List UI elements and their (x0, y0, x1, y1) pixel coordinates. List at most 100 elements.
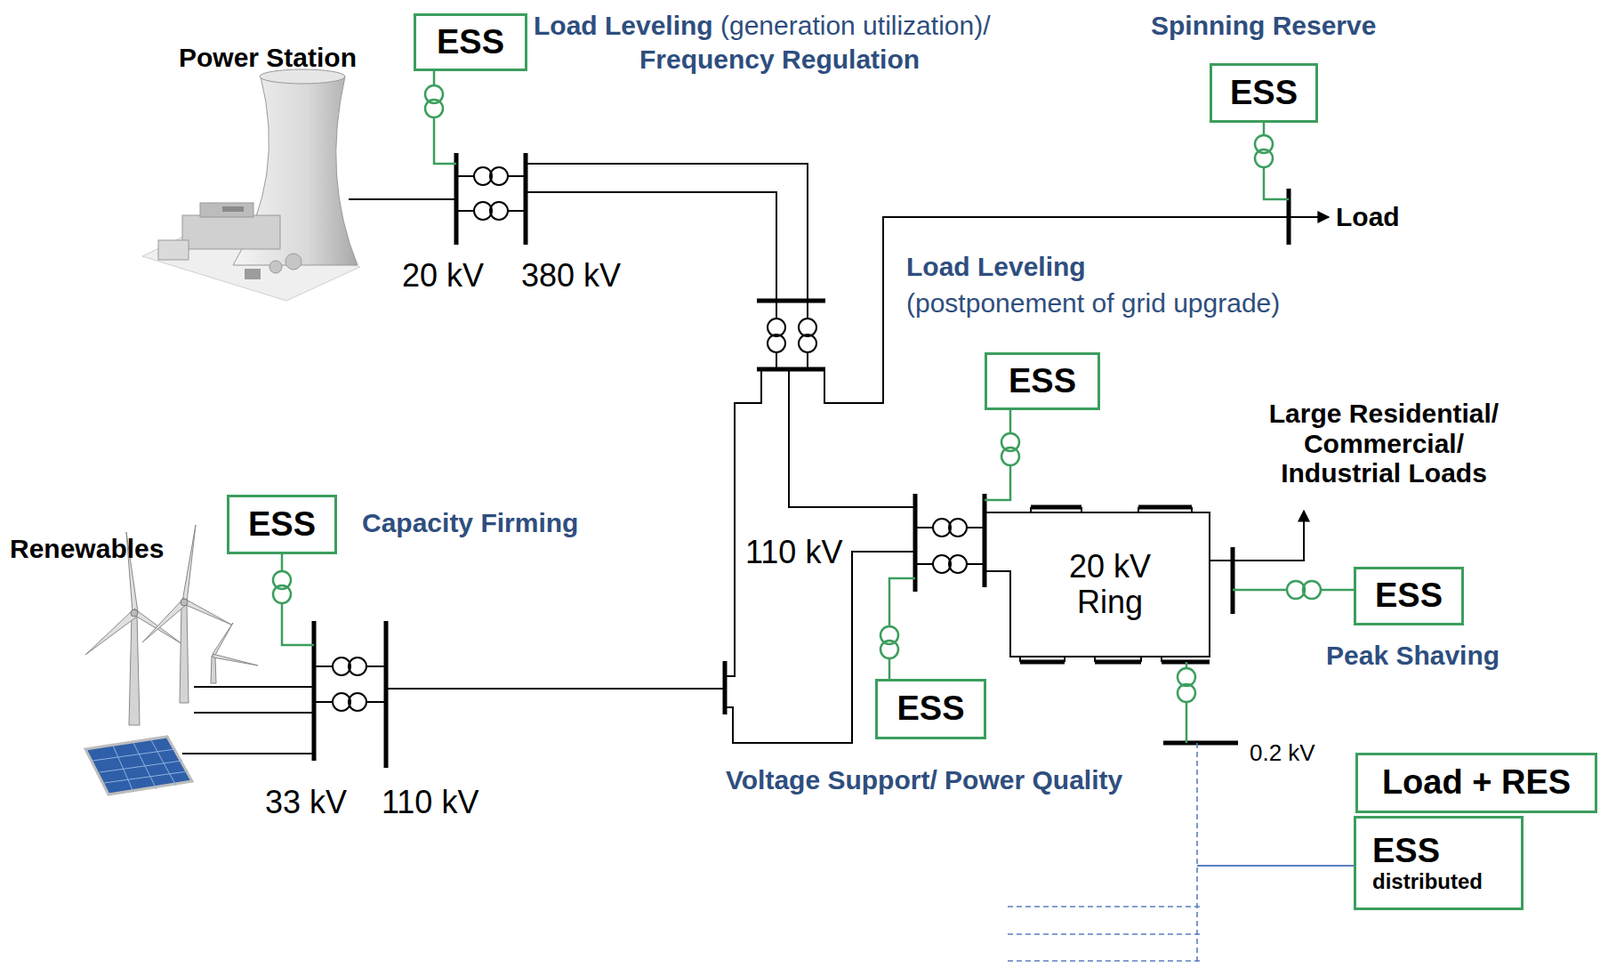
box-title: ESS (248, 506, 316, 544)
plant-building (158, 240, 189, 260)
storage-box: ESS (875, 678, 987, 740)
turbine-blade (212, 622, 234, 655)
transmission-line (824, 217, 1289, 403)
storage-box: ESSdistributed (1353, 815, 1524, 910)
busbar (756, 367, 826, 372)
solar-cell-grid (92, 739, 188, 792)
turbine-blade (212, 653, 258, 666)
function-label: Spinning Reserve (1150, 10, 1376, 41)
transmission-line (788, 369, 916, 507)
voltage-label: 0.2 kV (1249, 739, 1316, 766)
turbine-blade (182, 524, 196, 603)
ring-busbar (1020, 659, 1210, 665)
transformer-symbol (490, 167, 508, 185)
storage-box: ESS (226, 494, 338, 555)
box-title: ESS (1008, 362, 1077, 401)
ring-stub (1209, 559, 1233, 562)
function-label: Frequency Regulation (639, 44, 920, 75)
solar-panel (85, 736, 193, 795)
load-arrow (1288, 216, 1329, 218)
transformer-symbol (1302, 580, 1321, 599)
busbars (313, 152, 1289, 768)
transformer-symbol (948, 554, 967, 573)
transformer-symbol (1254, 149, 1273, 168)
turbine-blade (183, 597, 232, 625)
box-title: ESS (896, 690, 965, 728)
ess-feeder (984, 410, 1011, 500)
transmission-line (385, 687, 725, 690)
ring-busbar (1030, 505, 1192, 510)
turbine-hub (130, 609, 138, 617)
plant-tank (285, 253, 302, 270)
turbine-tower (128, 613, 140, 725)
transmission-line (724, 369, 762, 676)
busbar (1163, 740, 1239, 746)
power-station-illustration (142, 69, 361, 301)
function-label: Capacity Firming (361, 507, 579, 539)
feeder-line (182, 686, 314, 754)
busbar (523, 152, 529, 245)
turbine-blade (142, 599, 186, 643)
load-arrow (1209, 510, 1304, 561)
transformer-symbol (490, 201, 508, 220)
storage-box: ESS (984, 352, 1101, 411)
plant-building (244, 268, 261, 280)
lv-line (1196, 742, 1198, 963)
ring-line (984, 512, 1210, 657)
ess-connections (273, 71, 1354, 743)
ring-label: 20 kV Ring (1052, 548, 1168, 621)
plant-building (200, 202, 254, 218)
lines (182, 163, 1329, 754)
function-note: (postponement of grid upgrade) (906, 288, 1280, 319)
lv-line (1197, 864, 1354, 867)
generator-line (348, 198, 457, 201)
box-title: ESS (1374, 577, 1443, 615)
function-note: (generation utilization)/ (720, 10, 991, 41)
turbine-tower (210, 655, 217, 684)
transformer-symbol (273, 585, 291, 604)
voltage-label: 33 kV (265, 784, 347, 821)
box-subtitle: distributed (1372, 869, 1483, 893)
busbar (913, 493, 918, 592)
ring-tap (1020, 506, 1192, 662)
voltage-label: 380 kV (521, 257, 621, 294)
transformer-symbol (1001, 447, 1020, 466)
ess-feeder (889, 578, 916, 679)
storage-box: ESS (413, 13, 528, 72)
voltage-label: 20 kV (402, 257, 484, 294)
storage-box: ESS (1353, 566, 1464, 626)
box-title: Load + RES (1382, 763, 1571, 802)
lv-line (1007, 906, 1203, 961)
ess-feeder (281, 554, 314, 645)
turbine-blade (85, 610, 137, 655)
function-label: Voltage Support/ Power Quality (725, 764, 1123, 796)
box-title: ESS (1372, 832, 1440, 870)
load-label: Load (1335, 201, 1400, 233)
storage-box: Load + RES (1355, 752, 1598, 813)
box-title: ESS (1230, 74, 1298, 113)
transformer-symbol (880, 626, 899, 644)
storage-box: ESS (1209, 63, 1319, 123)
station-label: Power Station (178, 42, 357, 73)
transformer-symbol (1177, 683, 1196, 702)
transformer-symbol (348, 657, 367, 676)
transformer-symbol (798, 334, 817, 353)
ess-feeder (1263, 122, 1289, 200)
plant-tank (269, 260, 282, 274)
busbar (312, 620, 317, 761)
turbine-hub (180, 598, 188, 606)
busbar (384, 620, 389, 768)
busbar (1230, 546, 1236, 614)
transformer-symbol (425, 99, 443, 118)
busbar (756, 298, 826, 304)
source-label: Renewables (9, 533, 164, 564)
busbar (982, 493, 988, 587)
box-title: ESS (436, 24, 505, 62)
voltage-label: 110 kV (745, 534, 843, 571)
function-label: Peak Shaving (1326, 640, 1500, 671)
ess-feeder (1232, 588, 1354, 592)
plant-detail (222, 206, 244, 212)
function-label: Load Leveling (906, 251, 1086, 282)
transformer-symbol (948, 518, 967, 537)
